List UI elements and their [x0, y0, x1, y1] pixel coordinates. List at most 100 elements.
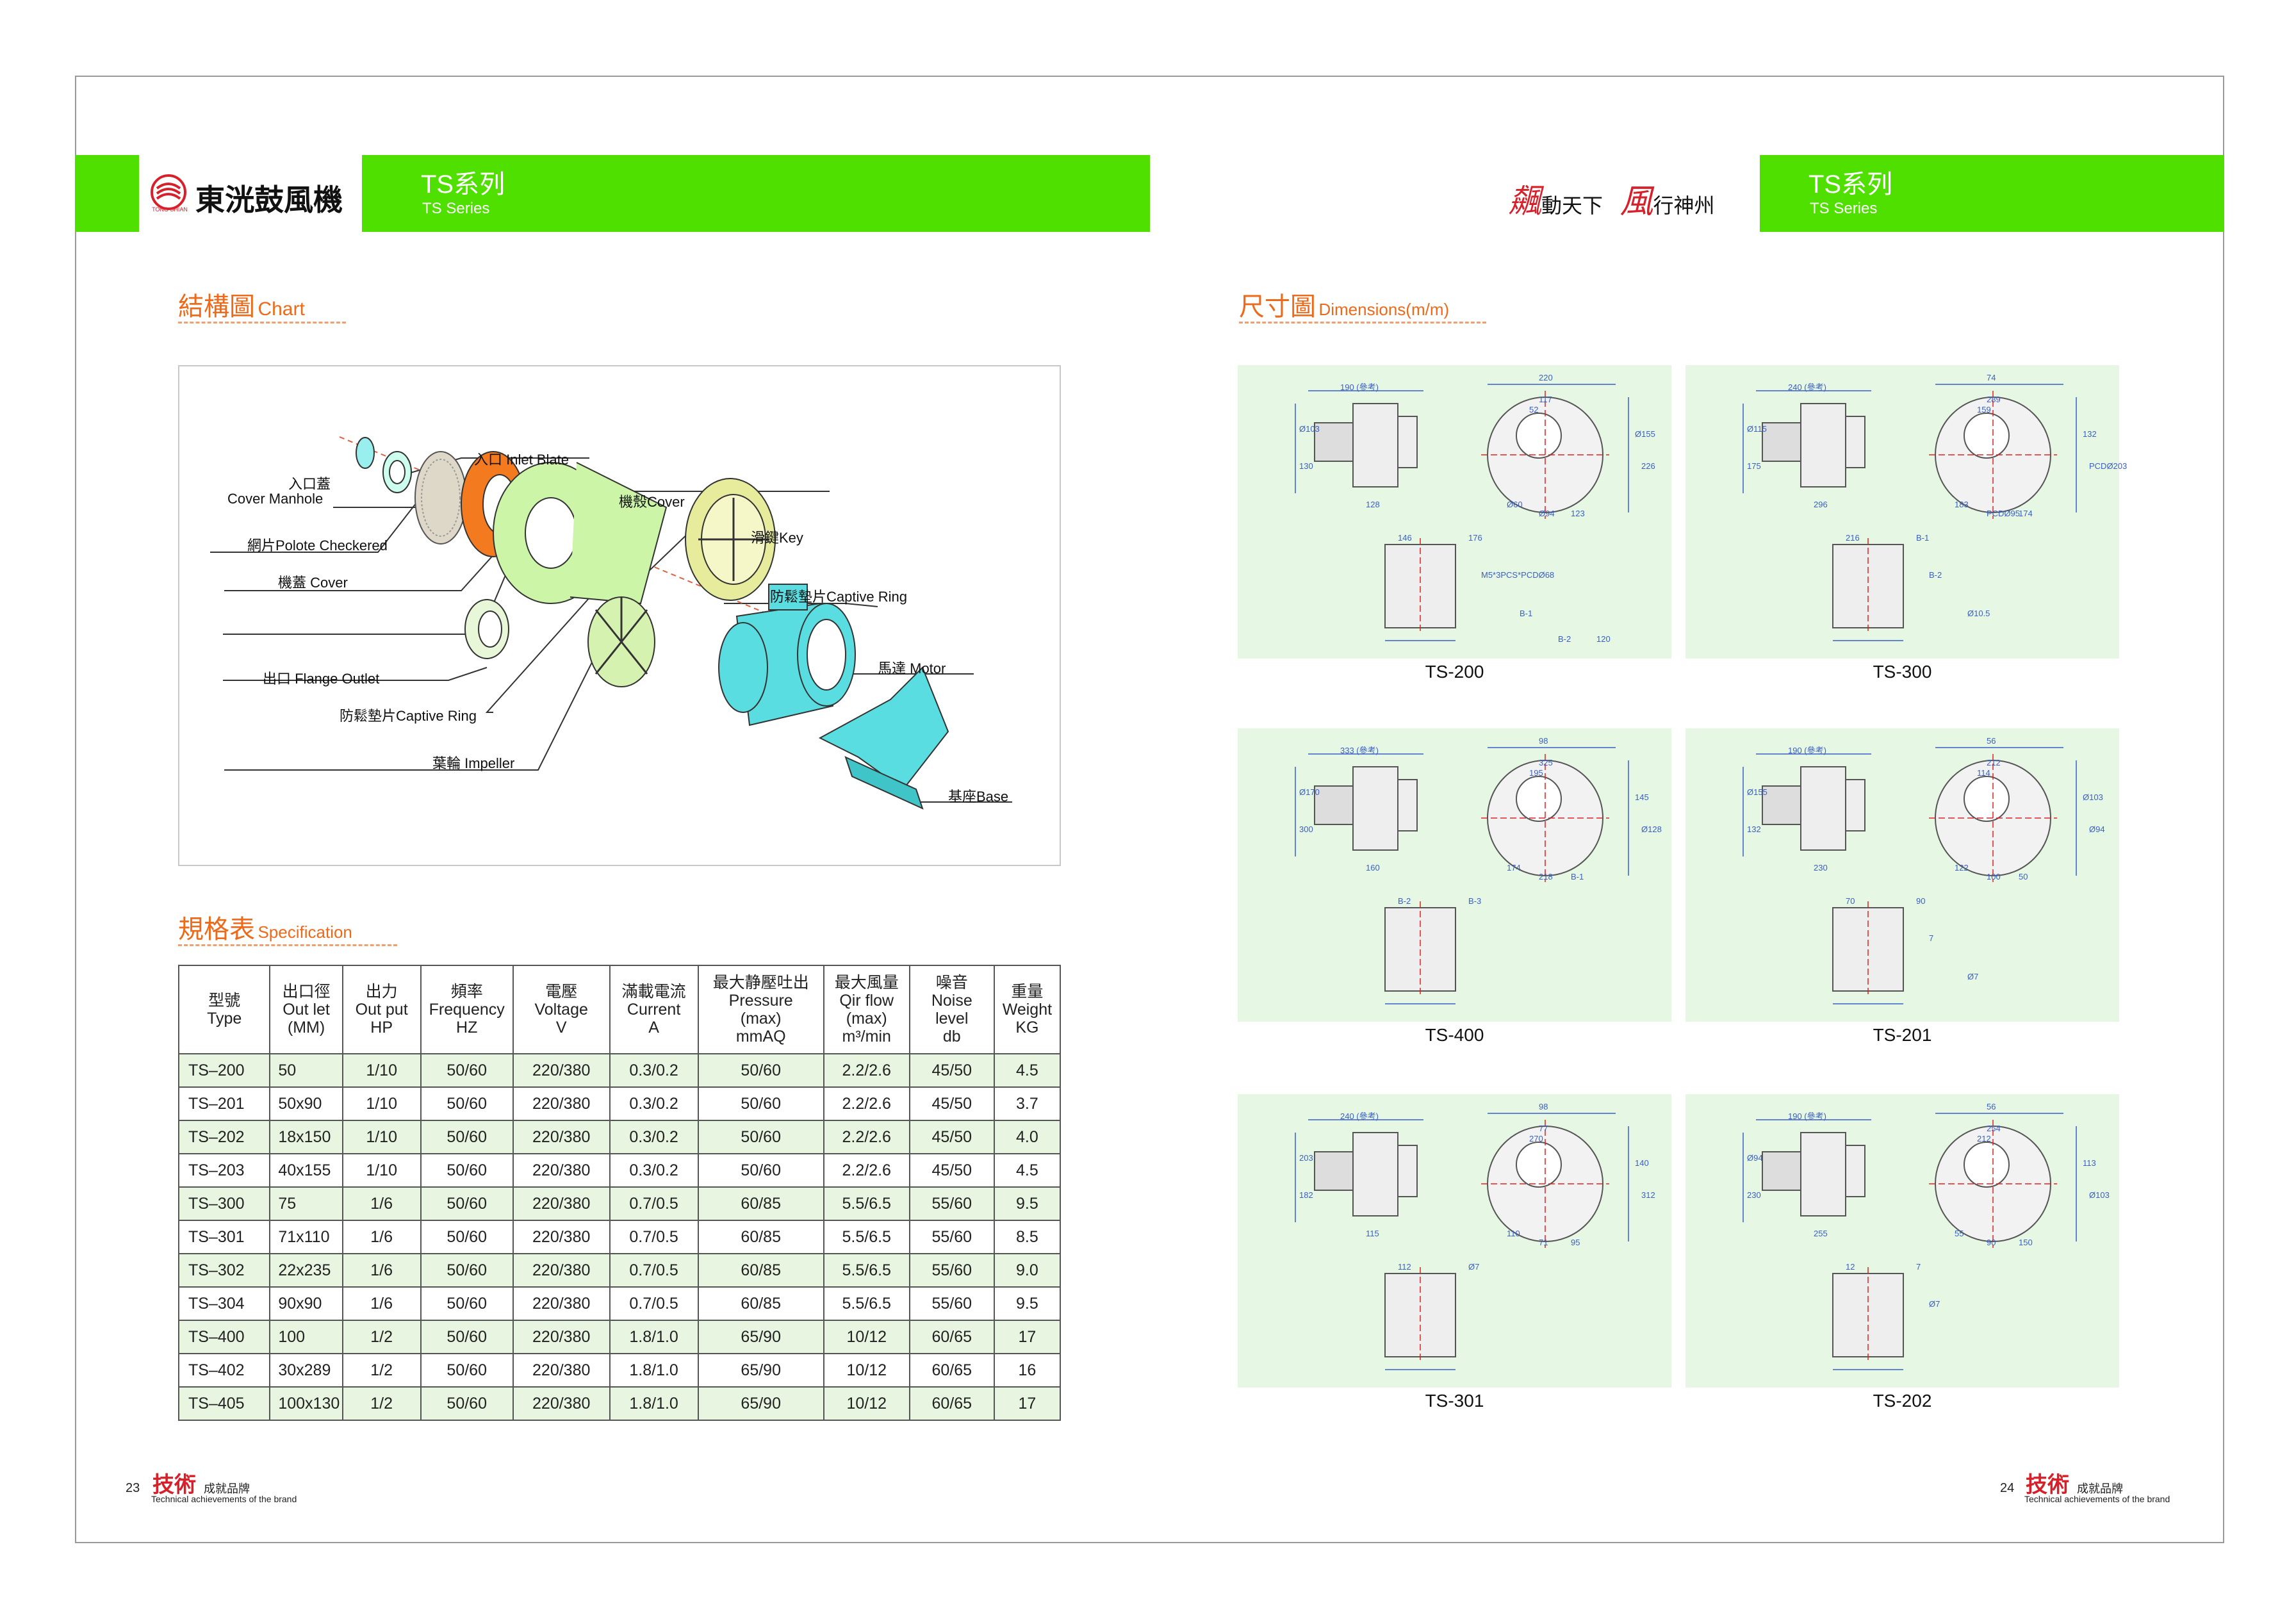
spec-cell: 60/85: [697, 1286, 824, 1321]
spec-cell: 220/380: [512, 1186, 611, 1221]
label-flange-outlet: 出口 Flange Outlet: [263, 671, 380, 687]
dimension-label: Ø115: [1747, 424, 1767, 434]
spec-cell: 10/12: [823, 1320, 910, 1354]
spec-cell: 1/6: [341, 1253, 422, 1288]
spec-cell: 220/380: [512, 1053, 611, 1088]
dimension-label: 333 (參考): [1340, 746, 1379, 755]
exploded-diagram: 入口 Inlet Blate 入口蓋 Cover Manhole 網片Polot…: [178, 365, 1061, 866]
dimension-label: 190 (參考): [1788, 746, 1826, 755]
spec-cell: 45/50: [908, 1120, 995, 1154]
drawing-caption: TS-202: [1873, 1391, 1932, 1411]
spec-cell: 9.0: [993, 1253, 1062, 1288]
dimension-label: 98: [1539, 736, 1548, 746]
spec-cell: 3.7: [993, 1086, 1062, 1121]
series-title-right: TS系列: [1808, 170, 1893, 199]
right-footer-cn2: 成就品牌: [2077, 1482, 2123, 1495]
spec-cell: 55/60: [908, 1286, 995, 1321]
spec-cell: 45/50: [908, 1053, 995, 1088]
spec-cell: 10/12: [823, 1386, 910, 1421]
drawing-caption: TS-400: [1425, 1025, 1484, 1045]
spec-cell: 18x150: [269, 1120, 343, 1154]
dimension-label: Ø94: [2089, 824, 2105, 834]
left-page-number: 23: [126, 1481, 140, 1495]
spec-cell: 1/2: [341, 1353, 422, 1388]
spec-cell: 220/380: [512, 1286, 611, 1321]
dimension-label: 132: [2083, 429, 2097, 439]
dimension-label: B-1: [1571, 872, 1584, 881]
spec-cell: 1/2: [341, 1386, 422, 1421]
label-base: 基座Base: [948, 789, 1009, 805]
left-footer-cn1: 技術: [152, 1472, 196, 1498]
dimension-label: 240 (參考): [1340, 1111, 1379, 1121]
spec-cell: 75: [269, 1186, 343, 1221]
dimension-label: Ø155: [1747, 787, 1767, 797]
dimension-label: 296: [1814, 500, 1828, 509]
dimension-label: 230: [1747, 1190, 1761, 1200]
spec-cell: TS–301: [177, 1220, 271, 1254]
dimension-label: 203: [1299, 1153, 1313, 1163]
dimension-label: 114: [1977, 768, 1990, 778]
dimension-label: 120: [1596, 634, 1611, 644]
dimension-label: PCDØ95: [1987, 509, 2021, 518]
spec-cell: 65/90: [697, 1320, 824, 1354]
spec-cell: 1/10: [341, 1120, 422, 1154]
series-subtitle-right: TS Series: [1810, 200, 1878, 217]
dimension-label: 50: [2019, 872, 2028, 881]
spec-cell: 2.2/2.6: [823, 1053, 910, 1088]
spec-cell: 8.5: [993, 1220, 1062, 1254]
dimension-label: 212: [1977, 1134, 1991, 1143]
dimension-label: B-2: [1398, 896, 1411, 906]
dimension-label: Ø170: [1299, 787, 1320, 797]
dimension-label: 226: [1641, 461, 1655, 471]
spec-cell: 220/380: [512, 1086, 611, 1121]
spec-cell: 50x90: [269, 1086, 343, 1121]
spec-cell: 90x90: [269, 1286, 343, 1321]
spec-cell: 17: [993, 1320, 1062, 1354]
dimension-label: 12: [1846, 1262, 1855, 1272]
dimension-label: 270: [1529, 1134, 1543, 1143]
series-title: TS系列: [421, 170, 505, 199]
spec-cell: 50/60: [697, 1053, 824, 1088]
spec-cell: 220/380: [512, 1386, 611, 1421]
dimension-label: 216: [1846, 533, 1860, 543]
dimension-label: 52: [1529, 405, 1539, 414]
right-footer-en: Technical achievements of the brand: [2024, 1494, 2170, 1504]
spec-cell: 1/10: [341, 1086, 422, 1121]
label-motor: 馬達 Motor: [878, 660, 946, 676]
spec-cell: TS–200: [177, 1053, 271, 1088]
drawing-caption: TS-201: [1873, 1025, 1932, 1045]
spec-cell: 60/85: [697, 1186, 824, 1221]
dimension-label: 100: [1987, 872, 2001, 881]
dimension-label: 212: [1987, 758, 2001, 767]
dimension-label: 255: [1814, 1229, 1828, 1238]
dimension-label: 220: [1539, 373, 1553, 382]
spec-cell: 2.2/2.6: [823, 1120, 910, 1154]
dimension-label: 115: [1366, 1229, 1379, 1238]
spec-cell: 60/65: [908, 1386, 995, 1421]
spec-cell: 50/60: [420, 1053, 514, 1088]
spec-cell: 220/380: [512, 1353, 611, 1388]
spec-cell: 220/380: [512, 1253, 611, 1288]
spec-cell: 1/6: [341, 1220, 422, 1254]
spec-cell: 17: [993, 1386, 1062, 1421]
right-footer-cn1: 技術: [2026, 1472, 2069, 1498]
dim-section-title: 尺寸圖 Dimensions(m/m): [1239, 286, 1486, 324]
dimension-label: 130: [1299, 461, 1313, 471]
spec-cell: 0.7/0.5: [609, 1220, 699, 1254]
spec-cell: 2.2/2.6: [823, 1086, 910, 1121]
dimension-label: 123: [1571, 509, 1585, 518]
dimension-label: 218: [1539, 872, 1553, 881]
spec-cell: 1/6: [341, 1286, 422, 1321]
label-cover: 機蓋 Cover: [278, 575, 348, 591]
